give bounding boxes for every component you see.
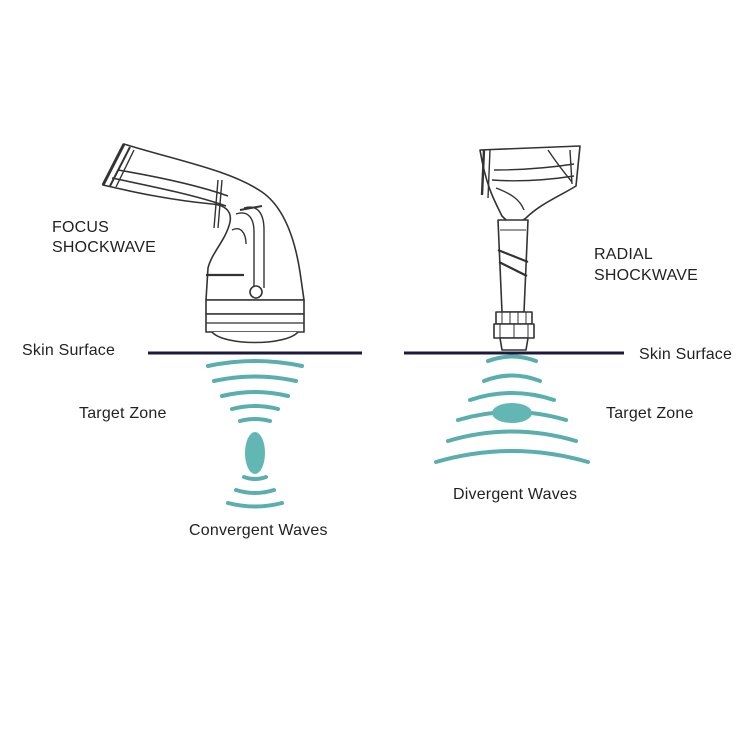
convergent-wave-1: [206, 359, 304, 368]
divergent-wave-5: [446, 429, 578, 443]
right-skin-surface-label: Skin Surface: [639, 346, 733, 363]
radial-title-line1: RADIAL: [594, 246, 653, 263]
radial-title-line2: SHOCKWAVE: [594, 267, 699, 284]
divergent-wave-1: [486, 354, 538, 363]
right-target-zone-label: Target Zone: [606, 405, 694, 422]
focus-title-line2: SHOCKWAVE: [52, 239, 157, 256]
convergent-waves-label: Convergent Waves: [189, 522, 328, 539]
convergent-wave-8: [226, 501, 284, 509]
convergent-wave-7: [234, 488, 276, 495]
convergent-wave-3: [220, 390, 290, 398]
left-target-zone-label: Target Zone: [79, 405, 167, 422]
convergent-wave-5: [238, 417, 272, 423]
left-skin-surface-label: Skin Surface: [22, 342, 116, 359]
convergent-wave-4: [230, 404, 280, 411]
focus-handpiece-icon: [101, 143, 305, 344]
radial-target-zone-icon: [492, 403, 532, 423]
radial-handpiece-icon: [479, 145, 581, 351]
divergent-wave-3: [468, 391, 556, 402]
divergent-wave-2: [482, 373, 542, 383]
divergent-wave-6: [434, 449, 590, 464]
convergent-waves: [206, 359, 304, 509]
convergent-wave-6: [242, 475, 268, 481]
divergent-waves-label: Divergent Waves: [453, 486, 578, 503]
focus-target-zone-icon: [245, 432, 265, 474]
focus-title-line1: FOCUS: [52, 219, 109, 236]
convergent-wave-2: [212, 374, 298, 383]
